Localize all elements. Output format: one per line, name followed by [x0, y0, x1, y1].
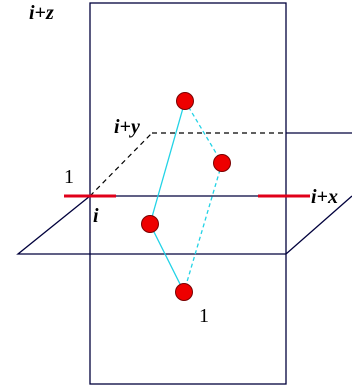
horizontal-plane-front-edges — [16, 195, 352, 255]
bond-left-to-bottom — [149, 223, 185, 293]
atom-top — [176, 92, 194, 110]
horizontal-plane-hidden-left-edge — [89, 132, 153, 197]
bond-right-to-bottom — [183, 162, 223, 293]
atom-bottom — [175, 283, 193, 301]
vertical-plane — [89, 2, 287, 385]
label-origin: i — [93, 205, 99, 227]
label-x-axis: i+x — [311, 186, 338, 208]
label-one-bottom: 1 — [199, 305, 209, 327]
atom-right — [213, 154, 231, 172]
bond-top-to-left — [149, 100, 186, 225]
label-y-axis: i+y — [114, 116, 140, 138]
label-z-axis: i+z — [29, 2, 54, 24]
bond-top-to-right — [184, 100, 223, 164]
atom-left — [141, 215, 159, 233]
label-one-left: 1 — [64, 166, 74, 188]
